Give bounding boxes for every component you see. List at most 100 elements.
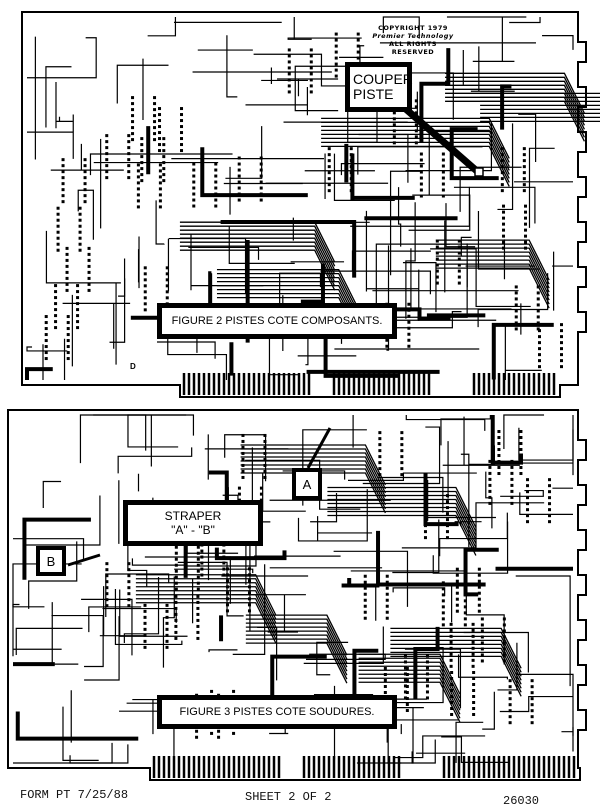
pad: [78, 224, 82, 228]
pad: [87, 258, 91, 262]
pad: [500, 177, 504, 181]
pad: [497, 454, 501, 458]
pad: [508, 697, 512, 701]
pad: [425, 654, 429, 658]
pad: [83, 194, 87, 198]
pad: [425, 696, 429, 700]
pad: [349, 165, 353, 169]
pad: [241, 433, 245, 437]
pad: [356, 50, 360, 54]
pad: [400, 467, 404, 471]
trace: [50, 143, 124, 171]
trace: [561, 727, 574, 736]
pad: [502, 240, 506, 244]
pad: [537, 335, 541, 339]
pad: [472, 677, 476, 681]
pad: [548, 490, 552, 494]
pad: [383, 679, 387, 683]
pad: [162, 155, 166, 159]
pad: [327, 159, 331, 163]
trace-bus: [480, 116, 600, 118]
pad: [195, 729, 199, 733]
trace: [518, 113, 537, 163]
pad: [309, 84, 313, 88]
pad: [455, 579, 459, 583]
pad: [385, 616, 389, 620]
pad: [165, 296, 169, 300]
pad: [519, 466, 523, 470]
pad: [472, 683, 476, 687]
pad: [162, 167, 166, 171]
pad: [214, 198, 218, 202]
pad: [349, 171, 353, 175]
pad: [263, 457, 267, 461]
pad: [61, 200, 65, 204]
pad: [222, 573, 226, 577]
pad: [349, 147, 353, 151]
pad: [66, 345, 70, 349]
pad: [441, 617, 445, 621]
trace-bus: [245, 618, 348, 660]
pad: [174, 606, 178, 610]
trace-bus: [240, 460, 386, 502]
pad: [514, 321, 518, 325]
pad: [334, 62, 338, 66]
pad: [217, 729, 221, 733]
pad: [174, 545, 178, 549]
pad: [165, 639, 169, 643]
pad: [407, 338, 411, 342]
pad: [455, 567, 459, 571]
pad: [140, 155, 144, 159]
pad: [450, 689, 454, 693]
pad: [192, 162, 196, 166]
trace-bus: [480, 120, 600, 122]
pad: [425, 690, 429, 694]
trace: [127, 414, 187, 448]
pad: [136, 175, 140, 179]
pad: [445, 530, 449, 534]
pad: [524, 222, 528, 226]
pad: [349, 159, 353, 163]
pad: [54, 320, 58, 324]
pad: [136, 187, 140, 191]
trace: [42, 480, 62, 508]
pad: [530, 709, 534, 713]
pad: [435, 263, 439, 267]
trace-bus: [358, 677, 461, 719]
pad: [153, 114, 157, 118]
pad: [472, 701, 476, 705]
pad: [334, 32, 338, 36]
sheet-number: SHEET 2 OF 2: [245, 790, 332, 804]
pad: [349, 177, 353, 181]
pad: [502, 210, 506, 214]
pad: [76, 314, 80, 318]
trace: [411, 739, 436, 764]
pad: [378, 437, 382, 441]
pad: [548, 484, 552, 488]
pad: [500, 171, 504, 175]
pad: [237, 174, 241, 178]
pad: [383, 667, 387, 671]
pad: [165, 633, 169, 637]
pad: [196, 630, 200, 634]
pad: [78, 242, 82, 246]
pad: [287, 90, 291, 94]
pad: [435, 245, 439, 249]
pad: [259, 156, 263, 160]
pad: [510, 501, 514, 505]
pad: [559, 359, 563, 363]
trace: [459, 166, 522, 212]
pad: [425, 660, 429, 664]
pad: [83, 176, 87, 180]
pad: [500, 183, 504, 187]
pad: [423, 530, 427, 534]
pad: [392, 129, 396, 133]
pad: [200, 549, 204, 553]
trace: [167, 333, 228, 380]
pad: [385, 604, 389, 608]
trace: [350, 186, 470, 227]
trace: [294, 65, 375, 112]
pad: [76, 290, 80, 294]
pad: [174, 594, 178, 598]
trace: [542, 35, 574, 50]
